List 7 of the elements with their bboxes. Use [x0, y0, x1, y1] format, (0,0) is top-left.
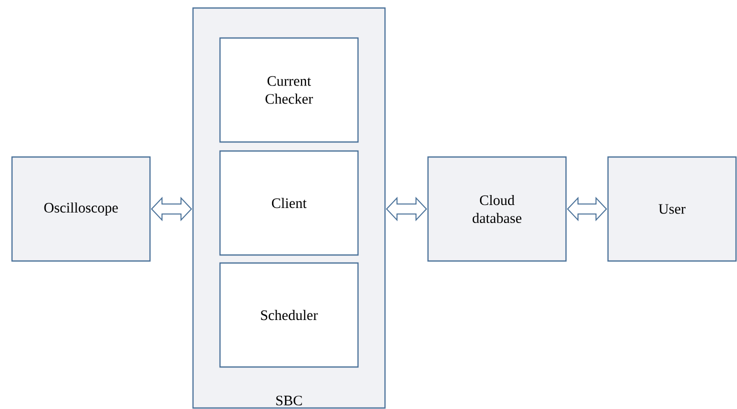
process-box: User — [607, 156, 737, 262]
container-label: SBC — [276, 396, 302, 406]
process-box: Scheduler — [219, 262, 359, 368]
process-box: Cloud database — [427, 156, 567, 262]
process-box: Oscilloscope — [11, 156, 151, 262]
process-box: Client — [219, 150, 359, 256]
process-box: Current Checker — [219, 37, 359, 143]
